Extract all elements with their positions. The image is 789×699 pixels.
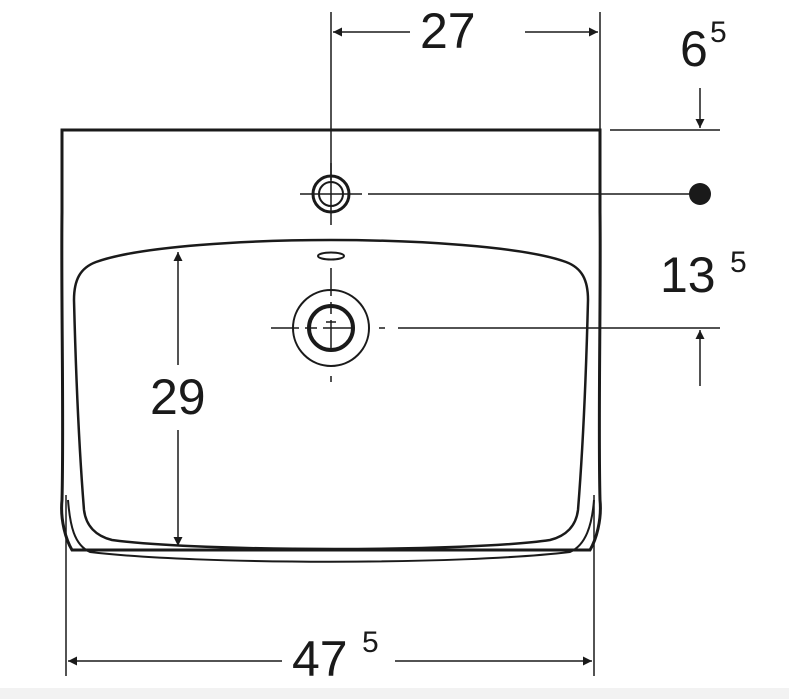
dimension-13-5: 13 5 [398, 246, 747, 386]
basin-outer-outline [60, 128, 602, 552]
dimension-47-5-sup: 5 [362, 626, 379, 659]
dimension-47-5: 47 5 [65, 495, 595, 687]
dimension-47-5-main: 47 [292, 631, 348, 687]
drain [271, 268, 391, 388]
basin-front-rim [67, 499, 595, 563]
dimension-6-5-sup: 5 [710, 16, 727, 49]
dimension-27: 27 [330, 3, 601, 180]
tap-hole [300, 163, 362, 225]
dimension-6-5: 6 5 [368, 16, 727, 205]
bottom-band [0, 688, 789, 699]
overflow-slot [317, 251, 345, 261]
dimension-27-label: 27 [420, 3, 476, 59]
dimension-29-label: 29 [150, 369, 206, 425]
bowl-inner-outline [72, 238, 590, 551]
dimension-13-5-main: 13 [660, 247, 716, 303]
dimension-29: 29 [150, 252, 206, 546]
dimension-13-5-sup: 5 [730, 246, 747, 279]
dimension-6-5-main: 6 [680, 21, 708, 77]
